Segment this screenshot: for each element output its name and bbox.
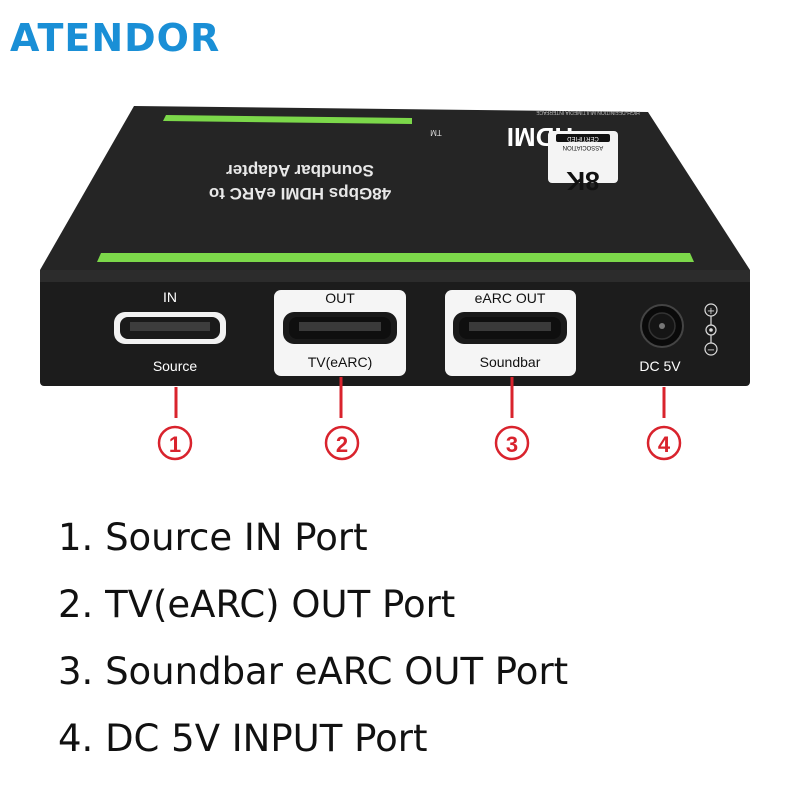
port-list-item: 2. TV(eARC) OUT Port: [58, 583, 456, 626]
port-earc-top-label: eARC OUT: [475, 290, 546, 306]
device-illustration: 48Gbps HDMI eARC to Soundbar Adapter HDM…: [40, 106, 750, 461]
green-stripe-rear: [163, 115, 412, 124]
port-list-item: 4. DC 5V INPUT Port: [58, 717, 428, 760]
port-out-top-label: OUT: [325, 290, 355, 306]
port-list-item: 3. Soundbar eARC OUT Port: [58, 650, 569, 693]
hdmi-port-out: [283, 312, 397, 344]
polarity-icon: [704, 303, 718, 356]
badge-8k-text: 8K: [566, 166, 599, 196]
callout-circle-3: [494, 425, 530, 461]
hdmi-tm: TM: [430, 128, 442, 137]
port-in-top-label: IN: [163, 289, 177, 305]
top-label-line1: 48Gbps HDMI eARC to: [209, 184, 391, 203]
callout-number-1: 1: [169, 432, 181, 457]
callout-circle-4: [646, 425, 682, 461]
port-in-bottom-label: Source: [153, 358, 198, 374]
polarity-minus: −: [707, 345, 715, 356]
brand-logo: ATENDOR: [10, 16, 221, 60]
green-stripe-front: [97, 253, 694, 262]
port-list: 1. Source IN Port 2. TV(eARC) OUT Port 3…: [58, 510, 568, 778]
callout-circle-2: [324, 425, 360, 461]
badge-assoc-text: ASSOCIATION: [563, 144, 604, 150]
8k-badge: 8K ASSOCIATION CERTIFIED: [548, 131, 618, 196]
hdmi-port-in: [114, 312, 226, 344]
callout-circle-1: [157, 425, 193, 461]
callout-number-2: 2: [336, 432, 348, 457]
dc-power-jack: [640, 304, 684, 348]
callout-number-4: 4: [658, 432, 671, 457]
hdmi-tagline: HIGH-DEFINITION MULTIMEDIA INTERFACE: [536, 109, 640, 115]
badge-cert-text: CERTIFIED: [567, 135, 599, 141]
top-label-line2: Soundbar Adapter: [226, 161, 374, 180]
port-list-item: 1. Source IN Port: [58, 516, 368, 559]
port-earc-bottom-label: Soundbar: [480, 354, 541, 370]
port-out-bottom-label: TV(eARC): [308, 354, 373, 370]
dc-jack-label: DC 5V: [639, 358, 681, 374]
polarity-plus: +: [707, 306, 715, 317]
hdmi-port-earc-out: [453, 312, 567, 344]
callout-number-3: 3: [506, 432, 518, 457]
device-top-surface: [40, 106, 750, 270]
